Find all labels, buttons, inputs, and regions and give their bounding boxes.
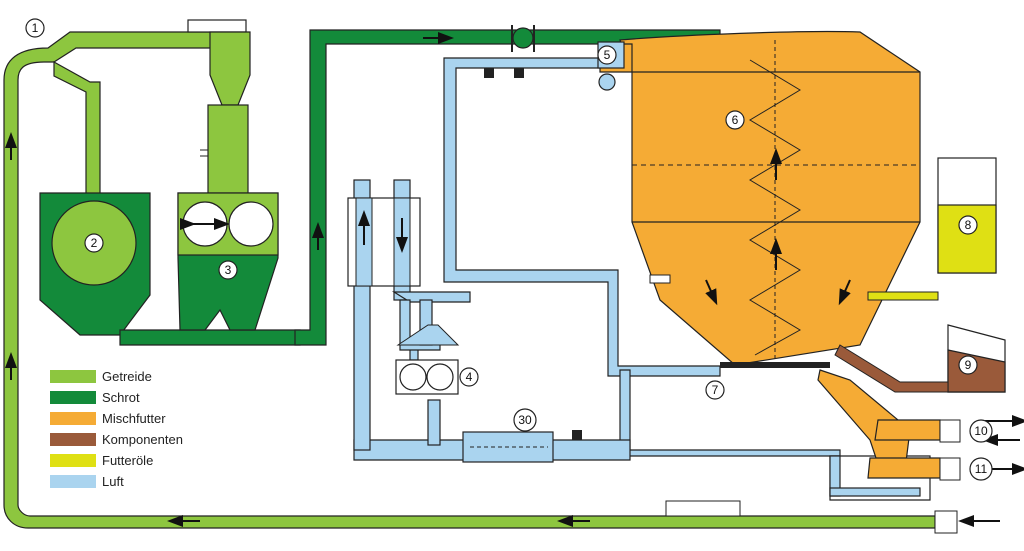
- coupling-11: [939, 457, 1024, 481]
- legend-label-schrot: Schrot: [102, 390, 140, 405]
- callout-circle: [958, 355, 978, 375]
- air-valve: [514, 68, 524, 78]
- callout-3: 3: [225, 263, 232, 277]
- callout-7: 7: [712, 383, 719, 397]
- callout-2: 2: [91, 236, 98, 250]
- callout-10: 10: [974, 424, 988, 438]
- legend-swatch-komponenten: [50, 433, 96, 446]
- callout-11: 11: [975, 462, 988, 476]
- base-plate: [665, 500, 741, 517]
- callout-circle: [969, 457, 993, 481]
- inlet-coupling: [934, 510, 1000, 534]
- callout-circle: [218, 260, 238, 280]
- support: [649, 274, 671, 284]
- legend-swatch-mischfutter: [50, 412, 96, 425]
- callout-circle: [958, 215, 978, 235]
- legend-label-getreide: Getreide: [102, 369, 152, 384]
- grain-pipes: [3, 19, 936, 529]
- roller-mill-4: [395, 324, 460, 395]
- legend-swatch-schrot: [50, 391, 96, 404]
- legend-label-komponenten: Komponenten: [102, 432, 183, 447]
- air-valve: [572, 430, 582, 440]
- callout-group: 1 2 3 4 5 6 7 8 9 10 11 30: [25, 18, 993, 481]
- callout-circle: [705, 380, 725, 400]
- callout-circle: [25, 18, 45, 38]
- callout-1: 1: [32, 21, 39, 35]
- callout-circle: [725, 110, 745, 130]
- callout-30: 30: [518, 413, 532, 427]
- callout-circle: [513, 408, 537, 432]
- legend-swatch-luft: [50, 475, 96, 488]
- coupling-10: [939, 415, 1024, 446]
- callout-circle: [84, 233, 104, 253]
- flow-arrows: [5, 32, 590, 527]
- mixer-silo-6: [619, 30, 921, 471]
- meal-valve: [511, 25, 535, 52]
- legend: GetreideSchrotMischfutterKomponentenFutt…: [50, 369, 183, 489]
- mixed-feed-outlets: [867, 419, 941, 479]
- air-exchanger: [347, 197, 421, 287]
- callout-6: 6: [732, 113, 739, 127]
- callout-circle: [459, 367, 479, 387]
- callout-8: 8: [965, 218, 972, 232]
- callout-circle: [597, 45, 617, 65]
- legend-swatch-getreide: [50, 370, 96, 383]
- callout-5: 5: [604, 48, 611, 62]
- legend-label-mischfutter: Mischfutter: [102, 411, 166, 426]
- callout-9: 9: [965, 358, 972, 372]
- legend-label-luft: Luft: [102, 474, 124, 489]
- callout-circle: [969, 419, 993, 443]
- air-valve: [484, 68, 494, 78]
- meal-hopper-2: [39, 192, 151, 336]
- legend-label-futteroele: Futteröle: [102, 453, 153, 468]
- callout-4: 4: [466, 370, 473, 384]
- legend-swatch-futteroele: [50, 454, 96, 467]
